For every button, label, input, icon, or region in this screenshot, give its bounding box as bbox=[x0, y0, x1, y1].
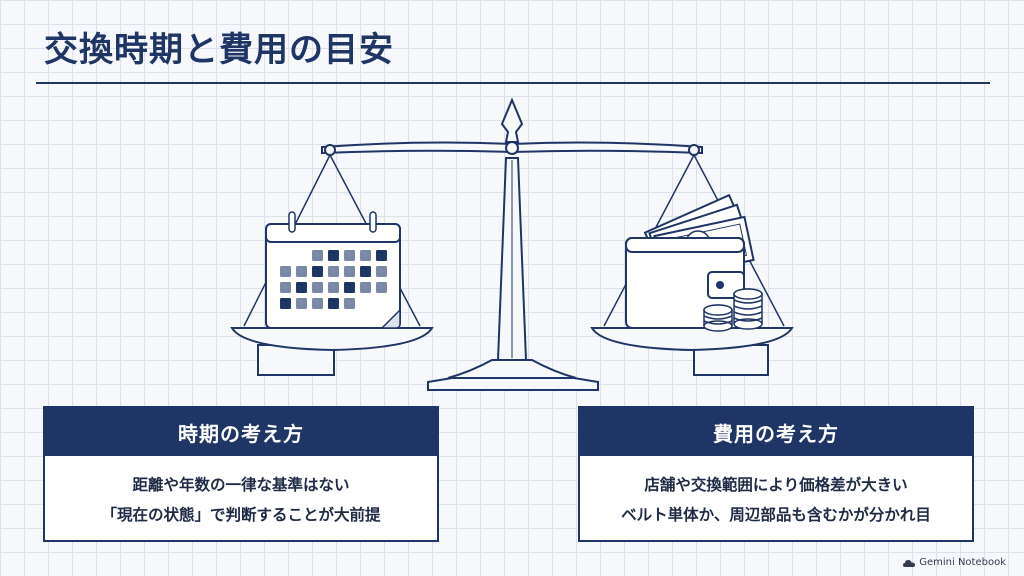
timing-card-heading: 時期の考え方 bbox=[45, 408, 437, 456]
cost-card-line-2: ベルト単体か、周辺部品も含むかが分かれ目 bbox=[621, 506, 931, 524]
cloud-icon bbox=[903, 559, 916, 567]
left-scale-pan bbox=[230, 327, 434, 352]
calendar-day bbox=[312, 250, 323, 261]
calendar-day bbox=[312, 282, 323, 293]
scale-pillar bbox=[496, 157, 528, 361]
scale-base bbox=[427, 359, 599, 391]
calendar-day bbox=[296, 298, 307, 309]
calendar-day bbox=[296, 266, 307, 277]
footer-brand: Gemini Notebook bbox=[903, 557, 1006, 568]
timing-card: 時期の考え方 距離や年数の一律な基準はない 「現在の状態」で判断することが大前提 bbox=[43, 406, 439, 542]
calendar-day bbox=[280, 266, 291, 277]
calendar-day bbox=[360, 282, 371, 293]
timing-card-line-2: 「現在の状態」で判断することが大前提 bbox=[101, 506, 381, 524]
calendar-day bbox=[344, 298, 355, 309]
title-divider bbox=[36, 82, 990, 84]
page-title: 交換時期と費用の目安 bbox=[44, 30, 394, 70]
calendar-day bbox=[360, 266, 371, 277]
calendar-day bbox=[376, 250, 387, 261]
calendar-day bbox=[328, 282, 339, 293]
right-scale-pan bbox=[590, 327, 794, 352]
scale-finial bbox=[500, 97, 524, 143]
calendar-day bbox=[280, 282, 291, 293]
calendar-day bbox=[376, 266, 387, 277]
cost-card-heading: 費用の考え方 bbox=[580, 408, 972, 456]
calendar-day bbox=[312, 266, 323, 277]
calendar-day bbox=[328, 298, 339, 309]
calendar-day bbox=[312, 298, 323, 309]
coin-stacks-icon bbox=[703, 288, 763, 332]
footer-brand-label: Gemini Notebook bbox=[919, 557, 1006, 568]
calendar-day-grid bbox=[280, 250, 387, 309]
calendar-day bbox=[360, 250, 371, 261]
scale-beam bbox=[321, 141, 703, 156]
calendar-day bbox=[296, 282, 307, 293]
calendar-icon bbox=[265, 211, 401, 329]
calendar-day bbox=[328, 266, 339, 277]
calendar-day bbox=[344, 266, 355, 277]
calendar-day bbox=[328, 250, 339, 261]
calendar-day bbox=[280, 298, 291, 309]
calendar-day bbox=[344, 250, 355, 261]
calendar-day bbox=[344, 282, 355, 293]
timing-card-line-1: 距離や年数の一律な基準はない bbox=[132, 476, 350, 494]
cost-card-line-1: 店舗や交換範囲により価格差が大きい bbox=[644, 476, 908, 494]
calendar-day bbox=[376, 282, 387, 293]
cost-card: 費用の考え方 店舗や交換範囲により価格差が大きい ベルト単体か、周辺部品も含むか… bbox=[578, 406, 974, 542]
